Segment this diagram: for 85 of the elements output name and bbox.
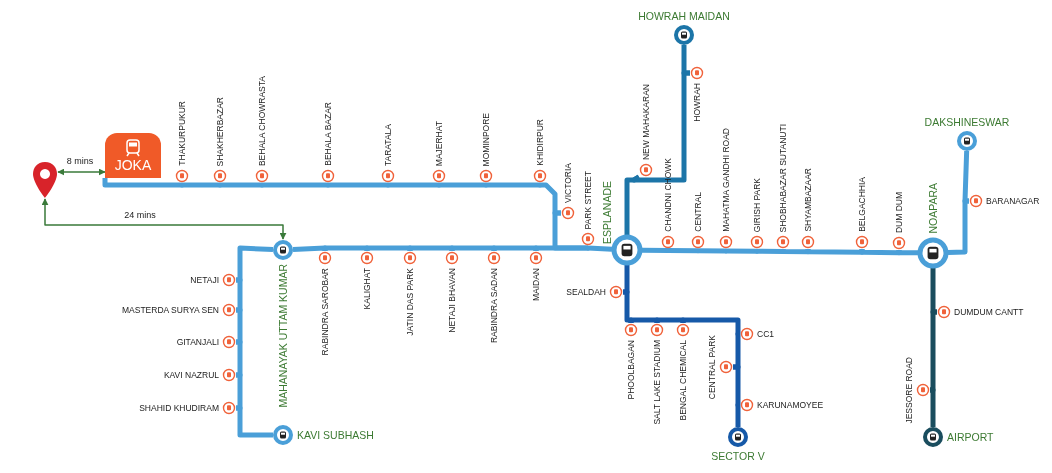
station-name: KALIGHAT xyxy=(362,268,372,310)
station-name: BELGACHHIA xyxy=(857,177,867,232)
station-name: BARANAGAR xyxy=(986,196,1040,206)
station-name: KHIDIRPUR xyxy=(535,119,545,166)
metro-line xyxy=(236,277,243,313)
metro-line xyxy=(733,364,742,408)
station-name: PHOOLBAGAN xyxy=(626,340,636,400)
metro-line xyxy=(962,150,970,204)
edge-label: 24 mins xyxy=(122,210,158,220)
metro-line xyxy=(533,244,591,251)
terminus-badge xyxy=(105,133,161,178)
station-name: JOKA xyxy=(114,158,152,172)
metro-line xyxy=(623,265,630,295)
metro-line xyxy=(680,317,742,337)
edge-label: 8 mins xyxy=(64,156,96,166)
station-name: BEHALA BAZAR xyxy=(323,102,333,166)
station-name: ESPLANADE xyxy=(601,180,612,244)
metro-line xyxy=(102,178,185,188)
station-name: KAVI NAZRUL xyxy=(163,370,219,380)
station-name: SALT LAKE STADIUM xyxy=(652,340,662,425)
metro-line xyxy=(665,247,701,254)
station-name: NETAJI BHAVAN xyxy=(447,268,457,333)
station-name: HOWRAH xyxy=(692,83,702,122)
metro-line xyxy=(896,249,918,256)
station-name: MAJERHAT xyxy=(434,120,444,166)
metro-line xyxy=(930,309,937,393)
station-name: SHYAMBAZAAR xyxy=(803,168,813,232)
metro-line xyxy=(733,331,741,370)
station-name: VICTORIA xyxy=(563,163,573,203)
station-name: GIRISH PARK xyxy=(752,177,762,232)
station-name: MAHANAYAK UTTAM KUMAR xyxy=(277,264,289,408)
station-name: BENGAL CHEMICAL xyxy=(678,340,688,421)
station-name: CENTRAL PARK xyxy=(707,334,716,400)
station-name: BEHALA CHOWRASTA xyxy=(257,75,267,166)
station-name: HOWRAH MAIDAN xyxy=(638,10,730,21)
station-name: GITANJALI xyxy=(176,337,219,347)
metro-line xyxy=(325,181,391,188)
station-name: MAHATMA GANDHI ROAD xyxy=(721,128,731,232)
station-name: NOAPARA xyxy=(927,183,939,234)
station-name: SHOBHABAZAR SUTANUTI xyxy=(778,123,788,232)
metro-line xyxy=(385,182,442,188)
metro-line xyxy=(236,245,274,283)
metro-line xyxy=(735,402,742,427)
double-arrow xyxy=(41,198,287,240)
station-name: AIRPORT xyxy=(947,431,994,443)
station-name: MASTERDA SURYA SEN xyxy=(122,305,219,315)
location-pin-icon xyxy=(32,161,58,199)
station-name: RABINDRA SADAN xyxy=(489,268,499,344)
station-name: JESSORE ROAD xyxy=(904,356,913,424)
metro-line xyxy=(236,405,273,438)
station-name: NETAJI xyxy=(190,275,219,285)
station-name: SEALDAH xyxy=(566,287,606,297)
metro-line xyxy=(259,181,331,188)
station-name: DUMDUM CANTT xyxy=(954,307,1024,317)
station-name: MOMINPORE xyxy=(481,112,491,166)
station-name: THAKURPUKUR xyxy=(177,101,187,166)
station-name: TARATALA xyxy=(383,123,393,166)
station-name: DUM DUM xyxy=(894,191,904,233)
station-name: MAIDAN xyxy=(531,268,541,302)
station-name: JATIN DAS PARK xyxy=(405,268,415,336)
station-name: NEW MAHAKARAN xyxy=(641,83,651,160)
metro-line xyxy=(930,387,936,427)
metro-line xyxy=(436,181,489,188)
metro-line xyxy=(483,181,543,188)
station-name: DAKSHINESWAR xyxy=(924,116,1010,127)
metro-line xyxy=(217,182,265,188)
metro-line xyxy=(236,307,243,345)
station-name: PARK STREET xyxy=(583,170,593,229)
metro-line xyxy=(695,247,729,254)
double-arrow xyxy=(57,168,106,176)
station-name: KAVI SUBHASH xyxy=(297,429,374,441)
metro-line xyxy=(642,247,671,253)
metro-line xyxy=(585,245,613,252)
station-name: RABINDRA SAROBAR xyxy=(320,268,330,356)
metro-line xyxy=(179,181,223,188)
metro-line xyxy=(236,339,243,378)
metro-line xyxy=(681,45,690,76)
station-name: CHANDNI CHOWK xyxy=(663,158,673,232)
station-name: SHAHID KHUDIRAM xyxy=(139,403,219,413)
station-name: SECTOR V xyxy=(711,451,765,462)
metro-line xyxy=(236,372,243,411)
station-name: CC1 xyxy=(757,329,774,339)
station-name: CENTRAL xyxy=(693,192,703,232)
station-name: KARUNAMOYEE xyxy=(757,400,824,410)
station-name: SHAKHERBAZAR xyxy=(215,96,225,166)
